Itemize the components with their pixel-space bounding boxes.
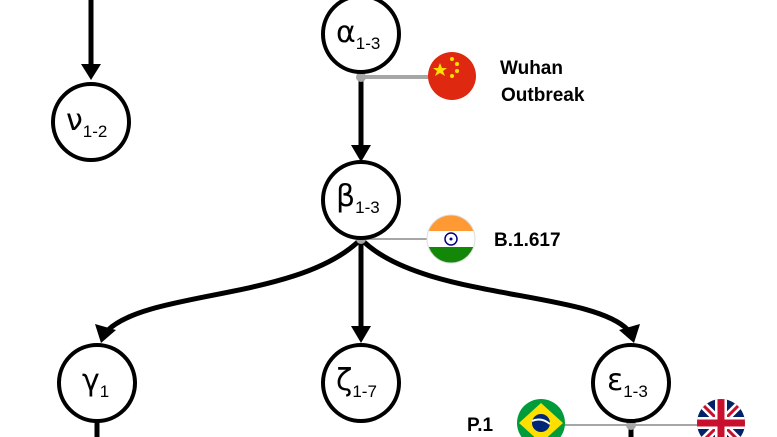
edge-beta-gamma <box>106 237 363 332</box>
edge-alpha-beta-arrowhead <box>351 145 371 162</box>
node-zeta-subscript: 1-7 <box>352 382 377 401</box>
node-gamma-label: γ1 <box>82 363 109 401</box>
node-gamma-circle <box>57 343 137 423</box>
node-gamma-subscript: 1 <box>100 382 109 401</box>
node-epsilon-symbol: ε <box>607 363 623 398</box>
node-beta-symbol: β <box>336 179 355 214</box>
node-epsilon-subscript: 1-3 <box>623 382 648 401</box>
node-nu-label: ν1-2 <box>66 103 107 141</box>
node-alpha-label: α1-3 <box>336 15 380 53</box>
edge-beta-zeta-arrowhead <box>351 326 371 343</box>
nodes <box>51 0 671 423</box>
edge-beta-epsilon <box>359 237 630 332</box>
node-zeta-circle <box>321 343 401 423</box>
wuhan-label-line1: Wuhan <box>500 58 563 79</box>
china-flag-icon <box>428 52 476 100</box>
node-alpha-circle <box>321 0 401 74</box>
node-zeta-symbol: ζ <box>336 363 352 398</box>
edge-beta-epsilon-arrowhead <box>619 324 640 343</box>
brazil-flag-icon <box>517 399 565 437</box>
node-nu-symbol: ν <box>66 103 83 138</box>
node-beta-subscript: 1-3 <box>355 198 380 217</box>
brazil-variant-label: P.1 <box>467 415 494 436</box>
node-beta-label: β1-3 <box>336 179 380 217</box>
node-nu-circle <box>51 82 131 162</box>
node-epsilon-circle <box>591 343 671 423</box>
node-zeta-label: ζ1-7 <box>336 363 377 401</box>
india-variant-label: B.1.617 <box>494 230 561 251</box>
wuhan-label-line2: Outbreak <box>501 85 585 106</box>
india-flag-outline <box>426 214 476 264</box>
node-alpha-symbol: α <box>336 15 356 50</box>
edges <box>81 0 640 437</box>
node-nu-subscript: 1-2 <box>83 122 108 141</box>
edge-to-nu-arrowhead <box>81 64 101 80</box>
node-epsilon-label: ε1-3 <box>607 363 648 401</box>
node-gamma-symbol: γ <box>82 363 100 398</box>
uk-flag-icon <box>697 399 745 437</box>
node-alpha-subscript: 1-3 <box>356 34 381 53</box>
india-flag-icon <box>427 215 475 263</box>
node-beta-circle <box>321 160 401 240</box>
edge-beta-gamma-arrowhead <box>95 324 116 343</box>
connector-dot-alpha <box>356 72 366 82</box>
